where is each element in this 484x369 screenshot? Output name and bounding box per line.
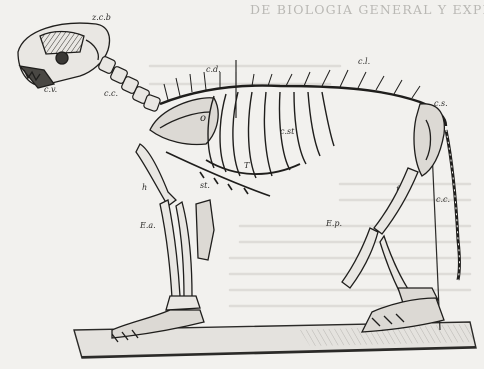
label-st: st. — [200, 182, 210, 190]
ribcage — [206, 92, 334, 178]
front-leg — [112, 144, 214, 342]
label-cv: c.v. — [44, 86, 57, 94]
skull — [18, 23, 110, 88]
label-cs: c.s. — [434, 100, 448, 108]
label-cd: c.d. — [206, 66, 221, 74]
label-cl: c.l. — [358, 58, 370, 66]
label-ea: E.a. — [140, 222, 156, 230]
hind-leg — [342, 168, 444, 332]
label-f: f — [396, 186, 399, 194]
label-t: T — [244, 162, 249, 170]
label-zcb: z.c.b — [92, 14, 111, 22]
label-ep: E.p. — [326, 220, 342, 228]
label-cc-cervical: c.c. — [104, 90, 118, 98]
pelvis — [414, 104, 444, 176]
label-h: h — [142, 184, 147, 192]
label-cc-caudal: c.c. — [436, 196, 450, 204]
label-cst: c.st — [280, 128, 294, 136]
label-o: o — [200, 114, 206, 124]
